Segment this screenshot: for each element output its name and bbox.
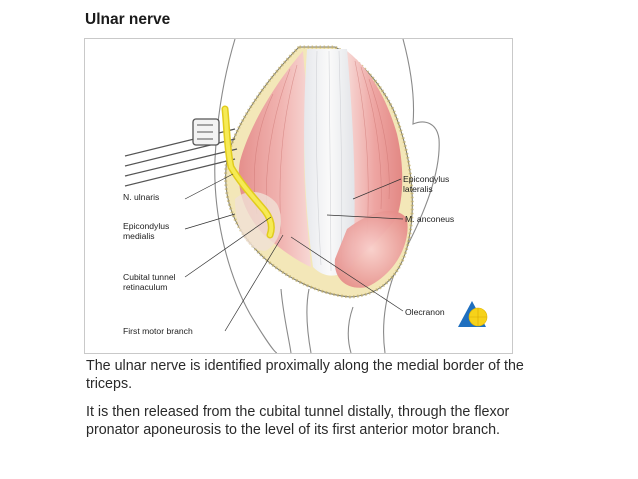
label-cubital-tunnel-line2: retinaculum: [123, 282, 168, 292]
retractor-instrument: [124, 118, 238, 187]
label-epicondylus-lateralis-line1: Epicondylus: [403, 174, 450, 184]
label-olecranon: Olecranon: [405, 307, 445, 317]
label-epicondylus-lateralis-line2: lateralis: [403, 184, 433, 194]
page-title: Ulnar nerve: [85, 11, 171, 28]
anatomy-illustration: N. ulnaris Epicondylus medialis Cubital …: [84, 38, 513, 354]
label-n-ulnaris: N. ulnaris: [123, 192, 160, 202]
arm-outline: [214, 39, 440, 353]
triceps-lateral-head: [347, 51, 403, 261]
description-paragraph-2: It is then released from the cubital tun…: [86, 404, 510, 438]
label-first-motor-branch: First motor branch: [123, 326, 193, 336]
description-paragraph-1: The ulnar nerve is identified proximally…: [86, 358, 524, 392]
label-cubital-tunnel-line1: Cubital tunnel: [123, 272, 176, 282]
elbow-dissection-drawing: [124, 39, 488, 353]
label-m-anconeus: M. anconeus: [405, 214, 455, 224]
leader-lines: [184, 173, 404, 332]
publisher-logo: [458, 301, 488, 327]
label-epicondylus-medialis-line1: Epicondylus: [123, 221, 170, 231]
anconeus-muscle: [334, 210, 408, 288]
label-epicondylus-medialis-line2: medialis: [123, 231, 155, 241]
